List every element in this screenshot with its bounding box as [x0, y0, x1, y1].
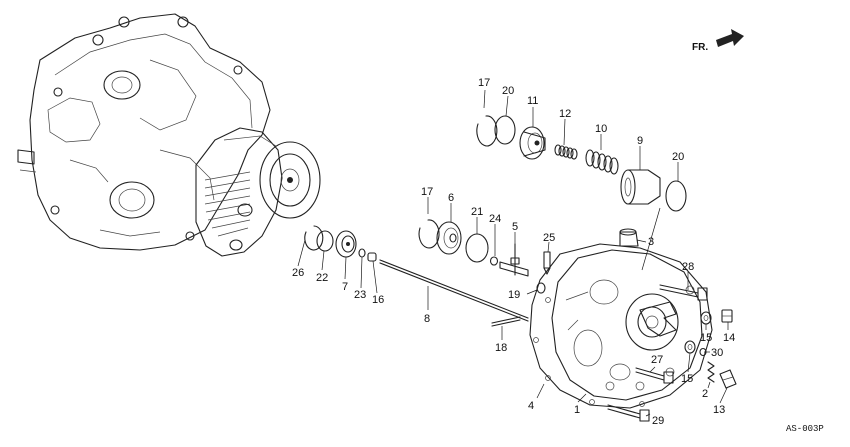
part-3-cap — [619, 228, 639, 247]
transmission-housing — [17, 13, 271, 251]
label-20-right: 20 — [672, 151, 684, 163]
label-12: 12 — [559, 108, 571, 120]
label-2: 2 — [702, 388, 708, 400]
label-19: 19 — [508, 289, 520, 301]
part-22-o-ring — [316, 230, 334, 252]
part-6-piston — [436, 221, 462, 255]
part-28-bolt — [659, 284, 708, 301]
part-20-o-ring-upper — [494, 115, 516, 145]
part-11-piston — [519, 126, 546, 160]
part-8-shaft — [379, 259, 529, 322]
label-26: 26 — [292, 267, 304, 279]
part-18-pin — [491, 316, 521, 327]
figure-code: AS-003P — [786, 424, 824, 434]
part-24-o-ring — [489, 256, 499, 266]
label-14: 14 — [723, 332, 735, 344]
label-22: 22 — [316, 272, 328, 284]
part-10-spring — [585, 149, 619, 175]
label-24: 24 — [489, 213, 501, 225]
label-8: 8 — [424, 313, 430, 325]
part-29-bolt — [607, 404, 650, 422]
part-20-o-ring-lower — [665, 180, 687, 212]
part-1-cover — [551, 249, 703, 401]
label-30: 30 — [711, 347, 723, 359]
label-15-lower: 15 — [681, 373, 693, 385]
label-17-mid: 17 — [421, 186, 433, 198]
part-17-snap-ring-lower — [418, 219, 440, 249]
part-5-shaft-fitting — [499, 243, 529, 277]
label-18: 18 — [495, 342, 507, 354]
label-4: 4 — [528, 400, 534, 412]
part-2-spring — [707, 361, 715, 383]
leader-lines — [297, 89, 729, 417]
part-7-piston — [335, 230, 357, 258]
label-10: 10 — [595, 123, 607, 135]
part-27-bolt — [635, 367, 674, 384]
label-1: 1 — [574, 404, 580, 416]
label-7: 7 — [342, 281, 348, 293]
part-16-seal — [367, 252, 377, 262]
part-25-pin — [543, 251, 551, 275]
part-21-o-ring — [465, 233, 489, 263]
label-9: 9 — [637, 135, 643, 147]
label-17-top: 17 — [478, 77, 490, 89]
part-26-snap-ring — [304, 225, 324, 251]
part-12-spring — [554, 144, 578, 160]
front-direction-indicator: FR. — [692, 29, 744, 53]
part-14-bolt — [721, 309, 733, 323]
label-29: 29 — [652, 415, 664, 427]
label-6: 6 — [448, 192, 454, 204]
label-13: 13 — [713, 404, 725, 416]
part-15-washer-lower — [684, 340, 696, 354]
label-11: 11 — [527, 95, 538, 107]
part-23-o-ring — [358, 248, 366, 258]
label-3: 3 — [648, 236, 654, 248]
part-9-accumulator-piston — [620, 169, 661, 205]
label-23: 23 — [354, 289, 366, 301]
part-17-snap-ring-upper — [476, 115, 498, 147]
label-28: 28 — [682, 261, 694, 273]
part-4-gasket — [529, 243, 713, 409]
label-16: 16 — [372, 294, 384, 306]
label-20-top: 20 — [502, 85, 514, 97]
label-15-upper: 15 — [700, 332, 712, 344]
label-27: 27 — [651, 354, 663, 366]
label-25: 25 — [543, 232, 555, 244]
part-labels: 17 20 11 12 10 9 20 17 6 21 24 5 25 3 26… — [292, 77, 735, 427]
label-5: 5 — [512, 221, 518, 233]
label-21: 21 — [471, 206, 483, 218]
front-arrow-icon — [716, 29, 744, 47]
clutch-drum-assembly — [195, 127, 321, 257]
direction-label: FR. — [692, 42, 708, 53]
part-13-bolt — [719, 369, 737, 389]
part-15-washer-upper — [700, 311, 712, 325]
